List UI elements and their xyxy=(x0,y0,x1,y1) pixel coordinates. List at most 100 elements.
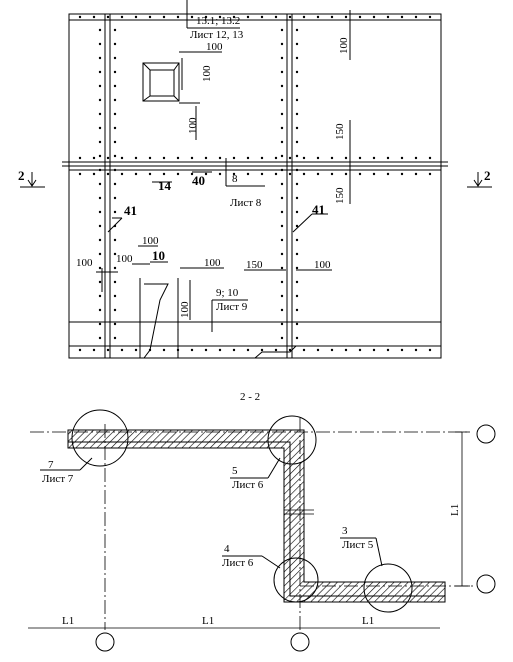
bolt-dot xyxy=(280,210,284,214)
bolt-dot xyxy=(372,156,376,160)
mark-41-right: 41 xyxy=(312,202,325,217)
bolt-dot xyxy=(414,156,418,160)
bolt-dot xyxy=(218,348,222,352)
bolt-dot xyxy=(113,98,117,102)
bolt-dot xyxy=(414,348,418,352)
bolt-dot xyxy=(344,156,348,160)
bolt-dot xyxy=(295,154,299,158)
bolt-dot xyxy=(386,15,390,19)
bolt-dot xyxy=(274,348,278,352)
bolt-dot xyxy=(280,336,284,340)
bolt-dot xyxy=(260,156,264,160)
bolt-dot xyxy=(218,156,222,160)
bolt-dot xyxy=(280,56,284,60)
upper-opening xyxy=(142,62,180,102)
bolt-dot xyxy=(280,168,284,172)
bolt-dot xyxy=(428,172,432,176)
bolt-dot xyxy=(98,266,102,270)
bolt-dot xyxy=(113,308,117,312)
bolt-dot xyxy=(98,112,102,116)
section-axes xyxy=(28,418,475,630)
bolt-dot xyxy=(98,28,102,32)
c5-sheet: Лист 6 xyxy=(232,479,264,491)
bolt-dot xyxy=(295,266,299,270)
bolt-dot xyxy=(280,28,284,32)
bolt-dot xyxy=(386,348,390,352)
bolt-dot xyxy=(295,182,299,186)
bolt-dot xyxy=(98,238,102,242)
bolt-dot xyxy=(280,126,284,130)
bolt-dot xyxy=(113,266,117,270)
c7-sheet: Лист 7 xyxy=(42,473,74,485)
bolt-dot xyxy=(92,348,96,352)
bolt-dot xyxy=(280,280,284,284)
mark-10: 10 xyxy=(152,248,165,263)
bolt-dot xyxy=(113,322,117,326)
bolt-dot xyxy=(428,15,432,19)
section-wall xyxy=(67,429,446,603)
bolt-dot xyxy=(358,172,362,176)
bolt-dot xyxy=(246,156,250,160)
bolt-dot xyxy=(295,98,299,102)
dim-100-window-side: 100 xyxy=(201,65,213,82)
bolt-dot xyxy=(295,42,299,46)
bolt-dot xyxy=(98,70,102,74)
c3-ref: 3 xyxy=(342,525,348,537)
bolt-dot xyxy=(148,156,152,160)
bolt-dot xyxy=(134,348,138,352)
bolt-dot xyxy=(295,224,299,228)
bolt-dot xyxy=(106,348,110,352)
bolt-dot xyxy=(295,196,299,200)
bolt-dot xyxy=(295,70,299,74)
bolt-dot xyxy=(358,15,362,19)
bolt-dot xyxy=(358,348,362,352)
bolt-dot xyxy=(98,280,102,284)
bolt-dot xyxy=(113,140,117,144)
bolt-dot xyxy=(246,348,250,352)
bolt-dot xyxy=(295,294,299,298)
bottom-callout-sheet: Лист 9 xyxy=(216,301,248,313)
bolt-dot xyxy=(358,156,362,160)
dim-100-window-below: 100 xyxy=(187,117,199,134)
bolt-dot xyxy=(232,348,236,352)
bolt-dot xyxy=(176,15,180,19)
bolt-dot xyxy=(330,348,334,352)
dim-l1-a: L1 xyxy=(62,615,74,627)
bolt-dot xyxy=(295,238,299,242)
bottom-break-line xyxy=(254,345,297,359)
bolt-dot xyxy=(98,126,102,130)
bolt-dot xyxy=(302,156,306,160)
bolt-dot xyxy=(344,172,348,176)
bolt-dot xyxy=(204,348,208,352)
bolt-dot xyxy=(232,172,236,176)
bolt-dot xyxy=(232,15,236,19)
bolt-dot xyxy=(176,172,180,176)
bolt-dot xyxy=(113,168,117,172)
section-marker-right xyxy=(467,172,492,188)
bolt-dot xyxy=(148,15,152,19)
bolt-dot xyxy=(98,154,102,158)
bolt-dot xyxy=(372,172,376,176)
bolt-dot xyxy=(113,126,117,130)
bolt-dot xyxy=(98,42,102,46)
bolt-dot xyxy=(280,196,284,200)
bolt-dot xyxy=(204,156,208,160)
bolt-dot xyxy=(113,84,117,88)
bolt-dot xyxy=(98,56,102,60)
bolt-dot xyxy=(372,348,376,352)
c4-ref: 4 xyxy=(224,543,230,555)
bolt-dot xyxy=(113,70,117,74)
dim-100-window-top: 100 xyxy=(206,41,223,53)
bolt-dot xyxy=(113,28,117,32)
bolt-dot xyxy=(295,56,299,60)
dim-150-right-upper: 150 xyxy=(334,123,346,140)
bolt-dot xyxy=(232,156,236,160)
bolt-dot xyxy=(280,252,284,256)
detail-circles xyxy=(71,409,413,613)
section-leaders xyxy=(40,457,383,569)
bolt-dot xyxy=(330,15,334,19)
section-title: 2 - 2 xyxy=(240,391,260,403)
bolt-dot xyxy=(204,172,208,176)
bolt-dot xyxy=(302,15,306,19)
bolt-dot xyxy=(204,15,208,19)
